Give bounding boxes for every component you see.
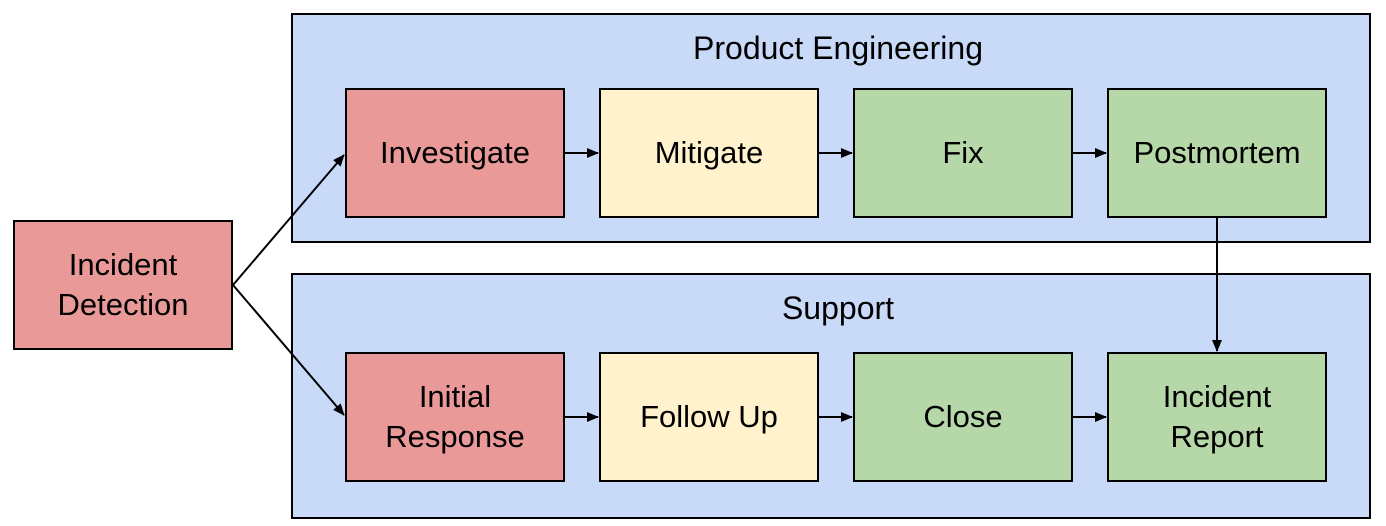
node-incident-report: Incident Report [1107,352,1327,482]
container-title-support: Support [781,290,895,326]
node-postmortem: Postmortem [1107,88,1327,218]
node-follow-up: Follow Up [599,352,819,482]
node-fix: Fix [853,88,1073,218]
node-initial-response: Initial Response [345,352,565,482]
node-investigate: Investigate [345,88,565,218]
node-incident-detection: Incident Detection [13,220,233,350]
node-mitigate: Mitigate [599,88,819,218]
container-title-product-engineering: Product Engineering [693,30,983,66]
node-close: Close [853,352,1073,482]
